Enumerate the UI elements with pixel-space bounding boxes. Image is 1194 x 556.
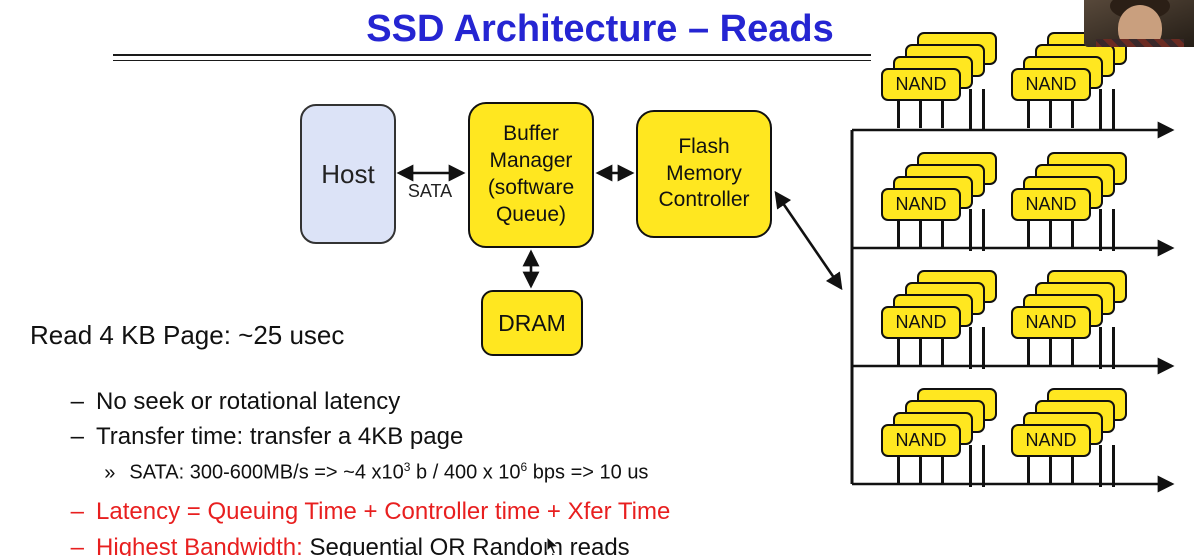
bullet-text: Transfer time: transfer a 4KB page (96, 423, 464, 450)
bullet-sata-detail: » SATA: 300-600MB/s => ~4 x103 b / 400 x … (82, 437, 648, 508)
nand-chip-label: NAND (1025, 312, 1077, 332)
bullet-dash: – (70, 388, 85, 415)
buffer-manager-label: (software (487, 176, 575, 199)
bullet-no-seek: –No seek or rotational latency (44, 360, 401, 444)
buffer-manager-box: Buffer Manager (software Queue) (468, 102, 594, 248)
nand-chip: NAND (881, 306, 961, 339)
dram-box: DRAM (481, 290, 583, 356)
bullet-text: Latency = Queuing Time + Controller time… (96, 498, 671, 525)
nand-chip-label: NAND (895, 194, 947, 214)
flash-controller-label: Memory (666, 161, 742, 185)
nand-pins (897, 99, 963, 128)
nand-pins (1099, 327, 1118, 369)
buffer-manager-label: Buffer (503, 122, 559, 146)
flash-controller-label: Flash (678, 134, 730, 158)
exponent: 3 (403, 460, 411, 474)
nand-chip-label: NAND (1025, 74, 1077, 94)
bullet-dash: – (70, 498, 85, 525)
bullet-latency: –Latency = Queuing Time + Controller tim… (44, 470, 671, 554)
sata-detail-text: b / 400 x 10 (410, 461, 521, 484)
sata-label: SATA (407, 181, 453, 201)
buffer-manager-label: Manager (489, 149, 573, 173)
nand-chip: NAND (1011, 424, 1091, 457)
mouse-cursor (546, 536, 560, 555)
nand-chip-label: NAND (895, 430, 947, 450)
nand-chip-label: NAND (895, 74, 947, 94)
nand-chip: NAND (881, 68, 961, 101)
nand-stack: NAND (1011, 152, 1127, 251)
nand-chip: NAND (1011, 306, 1091, 339)
nand-pins (897, 455, 963, 484)
nand-chip: NAND (881, 424, 961, 457)
nand-stack: NAND (881, 32, 997, 131)
sata-detail-text: bps => 10 us (527, 461, 649, 484)
nand-pins (969, 445, 988, 487)
bullet-dash: – (70, 423, 85, 450)
flash-controller-label: Controller (658, 188, 750, 212)
title-divider (113, 54, 871, 61)
nand-pins (1027, 99, 1093, 128)
dram-label: DRAM (498, 309, 566, 336)
read-latency-heading: Read 4 KB Page: ~25 usec (30, 320, 345, 350)
nand-pins (1027, 455, 1093, 484)
nand-pins (969, 209, 988, 251)
host-label: Host (321, 158, 375, 189)
slide-title: SSD Architecture – Reads (366, 8, 834, 50)
nand-pins (1027, 219, 1093, 248)
webcam-overlay (1084, 0, 1194, 47)
nand-pins (969, 89, 988, 131)
nand-pins (1099, 209, 1118, 251)
nand-pins (969, 327, 988, 369)
nand-pins (1099, 445, 1118, 487)
nand-pins (897, 337, 963, 366)
sub-bullet-marker: » (104, 461, 116, 484)
nand-chip-label: NAND (1025, 194, 1077, 214)
host-box: Host (300, 104, 396, 244)
nand-chip: NAND (1011, 68, 1091, 101)
bullet-transfer-time: –Transfer time: transfer a 4KB page (44, 395, 464, 479)
bullet-text-red: Highest Bandwidth: (96, 534, 303, 556)
bullet-text: Sequential OR Random reads (302, 534, 630, 556)
bullet-bandwidth: –Highest Bandwidth: Sequential OR Random… (44, 506, 630, 556)
nand-chip: NAND (881, 188, 961, 221)
nand-stack: NAND (1011, 270, 1127, 369)
nand-chip: NAND (1011, 188, 1091, 221)
nand-pins (1027, 337, 1093, 366)
nand-chip-label: NAND (1025, 430, 1077, 450)
bullet-dash: – (70, 534, 85, 556)
exponent: 6 (520, 460, 528, 474)
nand-stack: NAND (1011, 388, 1127, 487)
flash-memory-controller-box: Flash Memory Controller (636, 110, 772, 238)
bullet-text: No seek or rotational latency (96, 388, 401, 415)
nand-pins (1099, 89, 1118, 131)
nand-stack: NAND (881, 152, 997, 251)
webcam-person-shirt (1096, 39, 1184, 47)
nand-pins (897, 219, 963, 248)
sata-detail-text: SATA: 300-600MB/s => ~4 x10 (129, 461, 404, 484)
nand-stack: NAND (881, 270, 997, 369)
buffer-manager-label: Queue) (495, 202, 567, 226)
nand-stack: NAND (881, 388, 997, 487)
controller-bus-arrow (774, 190, 843, 291)
nand-chip-label: NAND (895, 312, 947, 332)
